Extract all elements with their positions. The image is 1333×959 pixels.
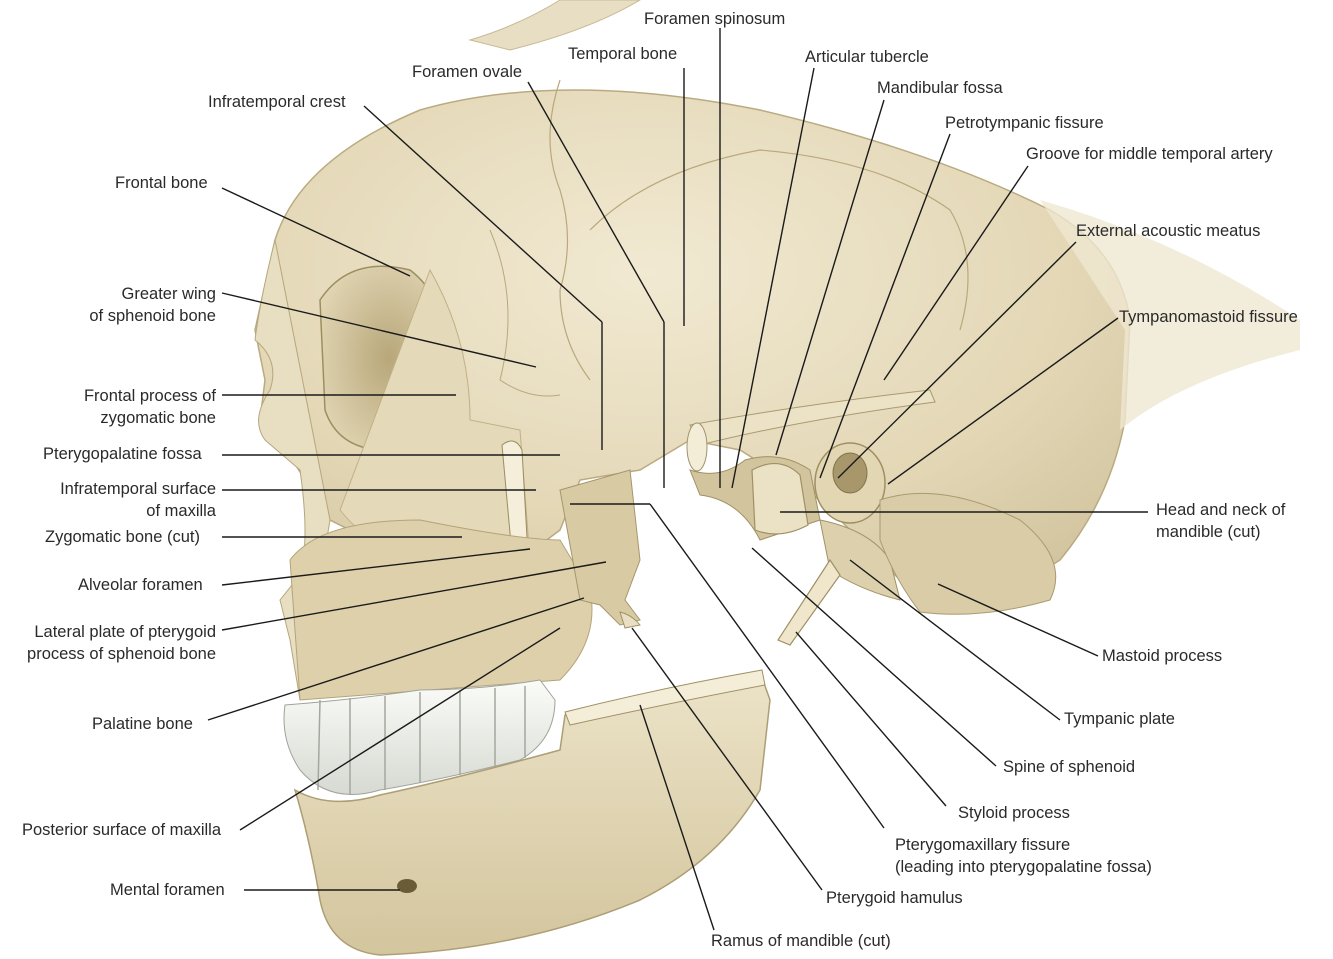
label-pterygoid-hamulus: Pterygoid hamulus <box>826 887 963 909</box>
label-palatine-bone: Palatine bone <box>92 713 193 735</box>
label-styloid-process: Styloid process <box>958 802 1070 824</box>
label-greater-wing: Greater wing of sphenoid bone <box>70 283 216 327</box>
label-articular-tubercle: Articular tubercle <box>805 46 929 68</box>
label-foramen-spinosum: Foramen spinosum <box>644 8 785 30</box>
label-temporal-bone: Temporal bone <box>568 43 677 65</box>
label-infratemporal-surface: Infratemporal surface of maxilla <box>30 478 216 522</box>
label-posterior-surface-maxilla: Posterior surface of maxilla <box>22 819 221 841</box>
label-mental-foramen: Mental foramen <box>110 879 225 901</box>
styloid <box>778 560 840 645</box>
label-groove-middle-temporal-artery: Groove for middle temporal artery <box>1026 143 1273 165</box>
label-spine-of-sphenoid: Spine of sphenoid <box>1003 756 1135 778</box>
label-pterygopalatine-fossa: Pterygopalatine fossa <box>43 443 202 465</box>
label-mastoid-process: Mastoid process <box>1102 645 1222 667</box>
label-petrotympanic-fissure: Petrotympanic fissure <box>945 112 1104 134</box>
label-lateral-plate-pterygoid: Lateral plate of pterygoid process of sp… <box>4 621 216 665</box>
acoustic-meatus-hole <box>833 453 867 493</box>
label-ramus-of-mandible: Ramus of mandible (cut) <box>711 930 891 952</box>
label-zygomatic-bone-cut: Zygomatic bone (cut) <box>45 526 200 548</box>
label-tympanomastoid-fissure: Tympanomastoid fissure <box>1119 306 1298 328</box>
label-head-neck-mandible: Head and neck of mandible (cut) <box>1156 499 1285 543</box>
arch-cut-surface <box>687 423 707 471</box>
label-frontal-bone: Frontal bone <box>115 172 208 194</box>
label-pterygomaxillary-fissure: Pterygomaxillary fissure (leading into p… <box>895 834 1152 878</box>
label-infratemporal-crest: Infratemporal crest <box>208 91 346 113</box>
label-frontal-process-zygomatic: Frontal process of zygomatic bone <box>50 385 216 429</box>
label-tympanic-plate: Tympanic plate <box>1064 708 1175 730</box>
label-alveolar-foramen: Alveolar foramen <box>78 574 203 596</box>
label-foramen-ovale: Foramen ovale <box>412 61 522 83</box>
label-external-acoustic-meatus: External acoustic meatus <box>1076 220 1260 242</box>
label-mandibular-fossa: Mandibular fossa <box>877 77 1003 99</box>
mental-foramen-hole <box>397 879 417 893</box>
condyle <box>752 464 808 534</box>
